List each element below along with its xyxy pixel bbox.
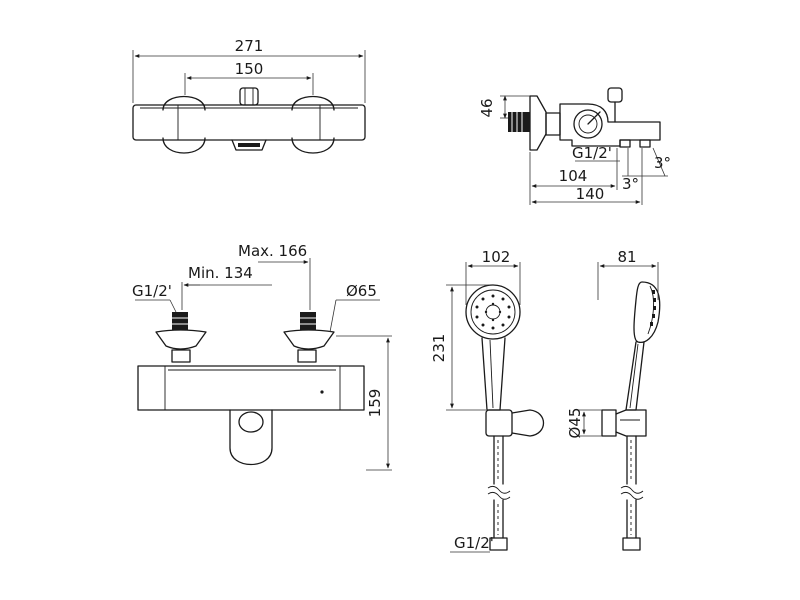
top-view: 271 150	[132, 37, 366, 154]
dim-side-thread: G1/2'	[572, 144, 612, 162]
dim-hand-231: 231	[430, 334, 448, 363]
hand-shower-front: 102 231 G1/2'	[430, 248, 545, 553]
dim-top-271: 271	[235, 37, 264, 55]
dim-side-81: 81	[617, 248, 636, 266]
dim-side-angle-a: 3°	[654, 154, 671, 172]
dim-side-angle-b: 3°	[622, 175, 639, 193]
dim-top-150: 150	[235, 60, 264, 78]
dim-front-min: Min. 134	[188, 264, 253, 282]
dim-side-46: 46	[478, 98, 496, 117]
dim-hose-thread: G1/2'	[454, 534, 494, 552]
dim-side-140: 140	[576, 185, 605, 203]
dim-front-159: 159	[366, 389, 384, 418]
front-view: Max. 166 Min. 134 G1/2' Ø65 159	[132, 242, 392, 471]
dim-front-thread: G1/2'	[132, 282, 172, 300]
dim-side-104: 104	[559, 167, 588, 185]
dim-front-max: Max. 166	[238, 242, 307, 260]
dim-holder-45: Ø45	[566, 408, 584, 439]
hand-shower-side: 81 Ø45	[566, 248, 661, 551]
side-view: 46 G1/2' 104 140 3° 3°	[478, 87, 671, 205]
dim-front-diameter: Ø65	[346, 282, 377, 300]
dim-hand-102: 102	[482, 248, 511, 266]
